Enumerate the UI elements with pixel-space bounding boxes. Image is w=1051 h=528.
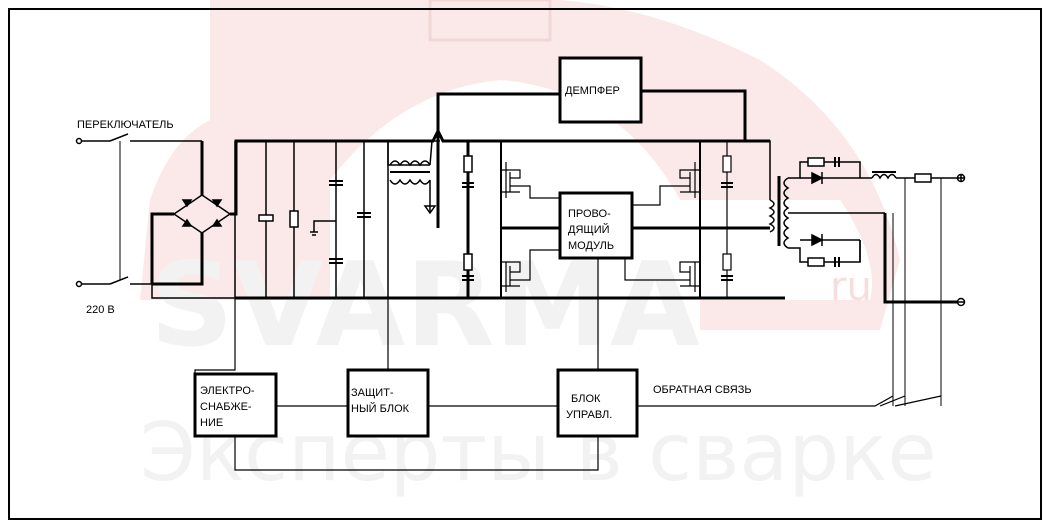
conducting-module: ПРОВО- ДЯЩИЙ МОДУЛЬ [558, 191, 634, 260]
conducting-module-line1: ПРОВО- [568, 208, 611, 220]
power-supply-block: ЭЛЕКТРО- СНАБЖЕ- НИЕ [193, 372, 278, 438]
diagram-frame [8, 8, 1042, 520]
watermark-logo-shape [140, 0, 900, 330]
dc-bus [235, 89, 785, 300]
input-terminal-bottom [75, 280, 83, 288]
control-block-line1: БЛОК [571, 393, 601, 405]
bus-capacitors [462, 155, 474, 281]
protection-block-line2: НЫЙ БЛОК [351, 402, 410, 415]
feedback-label: ОБРАТНАЯ СВЯЗЬ [653, 384, 752, 396]
control-block: БЛОК УПРАВЛ. [556, 368, 639, 438]
conducting-module-line2: ДЯЩИЙ [568, 223, 610, 236]
damper-box: ДЕМПФЕР [558, 56, 643, 124]
voltage-label: 220 В [86, 304, 115, 316]
control-section [194, 258, 942, 471]
switch-blade-top [109, 133, 129, 142]
watermark-brand: SVARMA [150, 238, 700, 373]
watermark: SVARMA ru Эксперты в сварке [140, 0, 937, 499]
power-supply-line1: ЭЛЕКТРО- [200, 385, 255, 397]
switch-label: ПЕРЕКЛЮЧАТЕЛЬ [77, 119, 174, 131]
watermark-logo-frame [428, 0, 552, 42]
control-block-line2: УПРАВЛ. [566, 409, 612, 421]
input-filter [234, 139, 389, 298]
switch-blade-bottom [109, 276, 129, 285]
output-section [745, 140, 966, 406]
protection-block: ЗАЩИТ- НЫЙ БЛОК [346, 368, 430, 438]
power-supply-line3: НИЕ [200, 417, 223, 429]
diode-bridge [150, 139, 269, 286]
protection-block-line1: ЗАЩИТ- [351, 387, 394, 399]
damper-label: ДЕМПФЕР [565, 85, 620, 97]
input-section [75, 133, 235, 299]
watermark-brand-suffix: ru [830, 264, 872, 310]
power-supply-line2: СНАБЖЕ- [200, 401, 252, 413]
input-terminal-top [75, 137, 83, 145]
input-choke [387, 140, 440, 215]
transistor-bridge [500, 141, 770, 298]
conducting-module-line3: МОДУЛЬ [568, 240, 614, 252]
